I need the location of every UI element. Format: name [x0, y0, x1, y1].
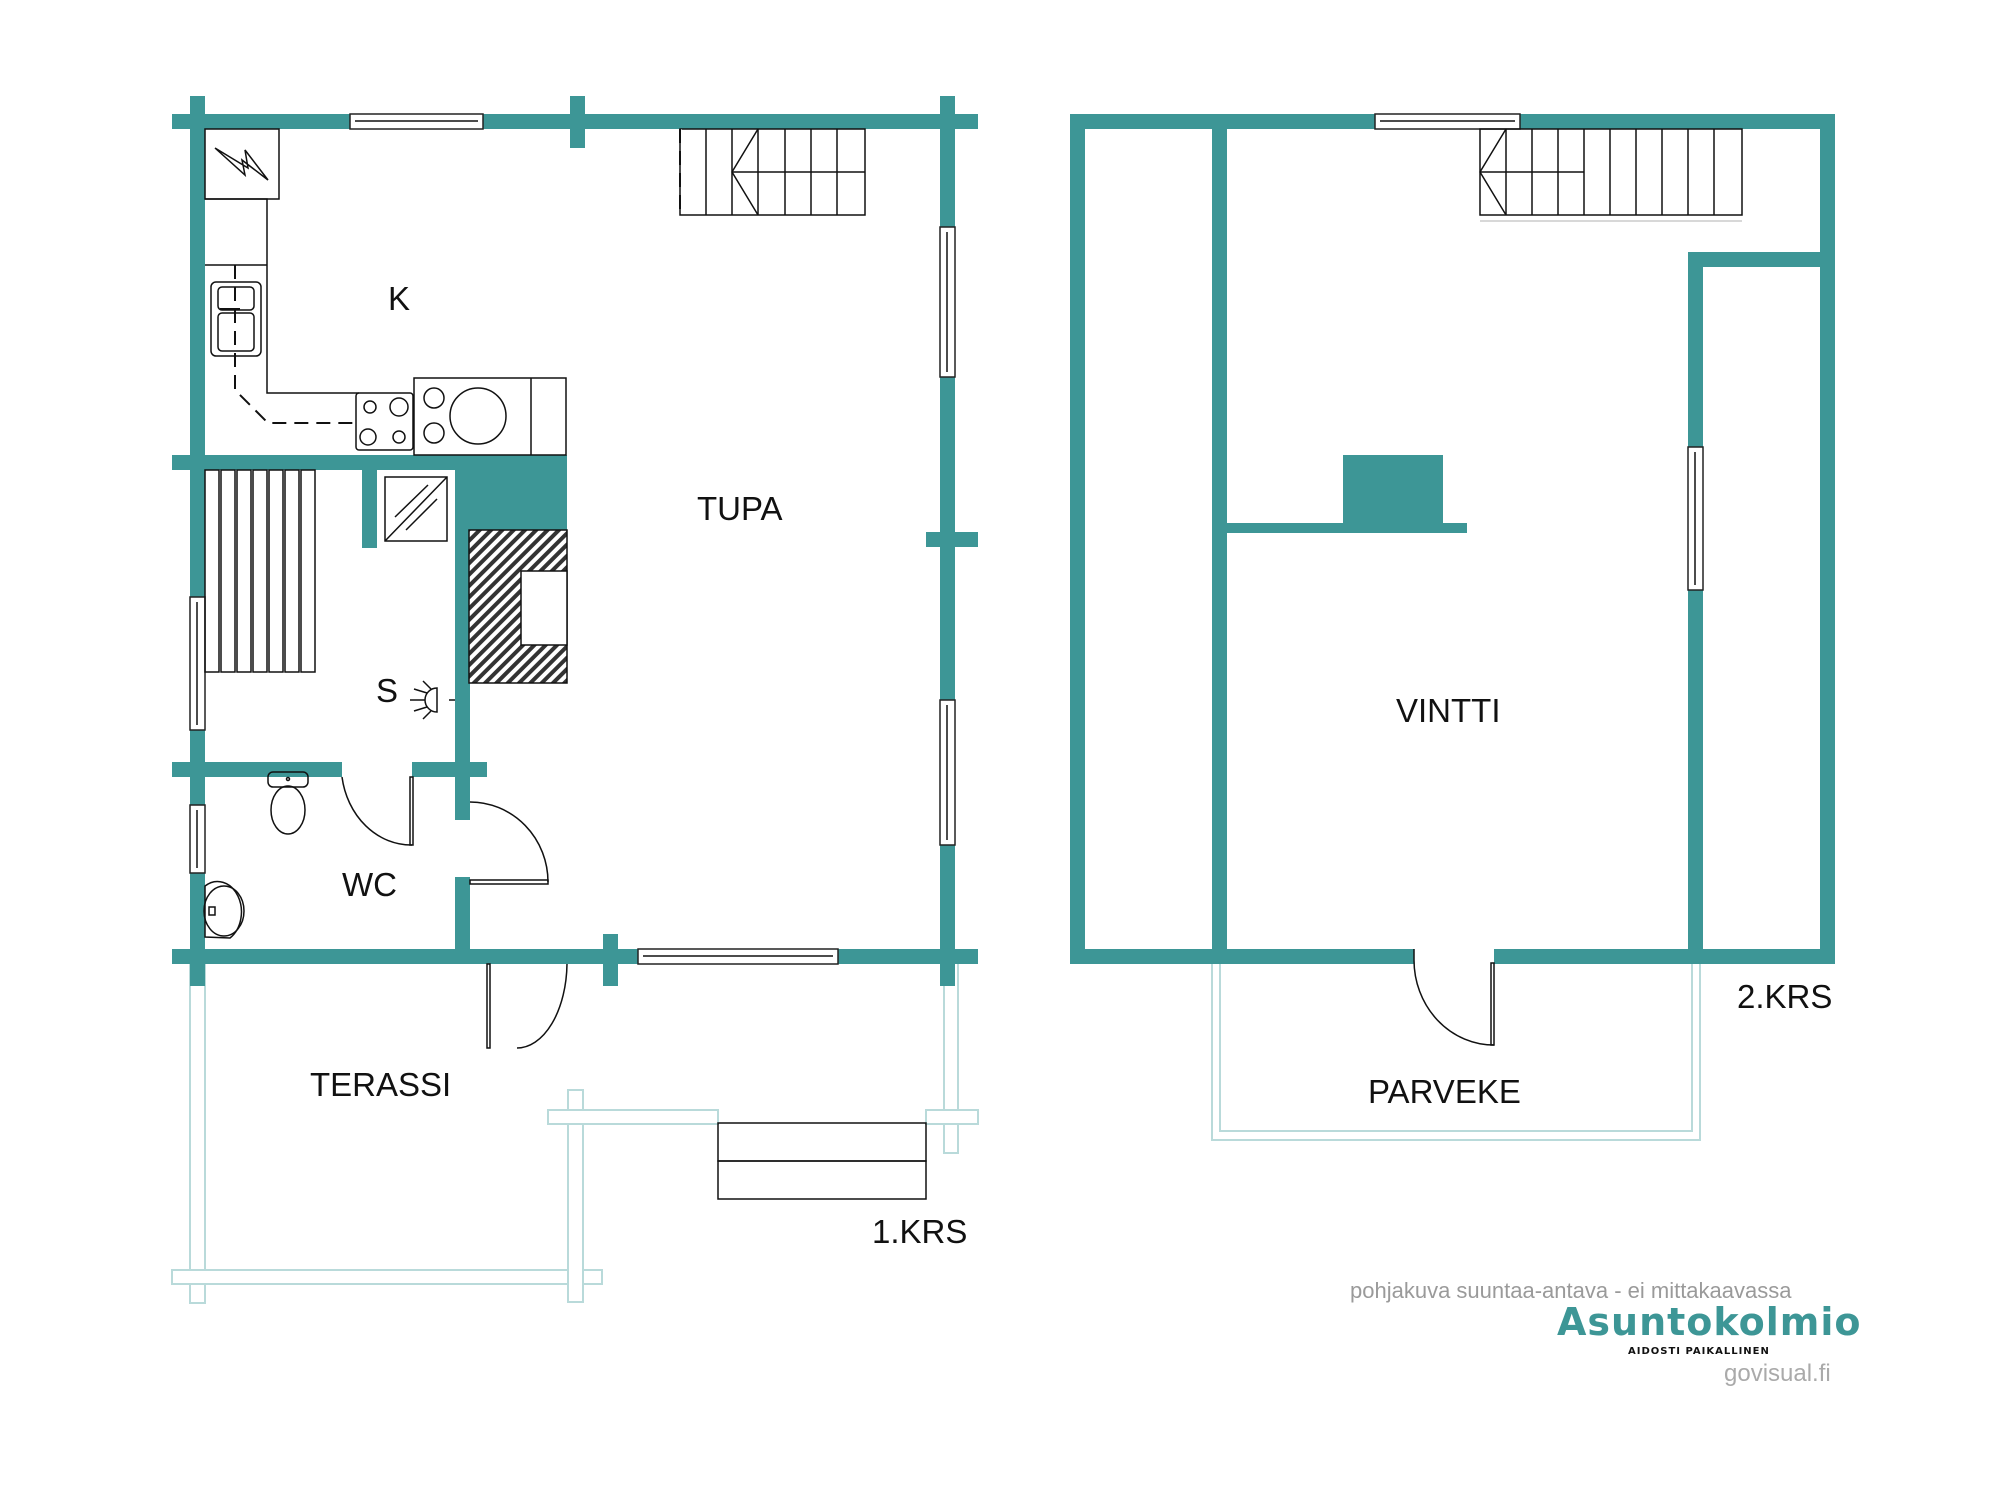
terrace-outline [171, 962, 979, 1304]
stove-icon [355, 392, 414, 451]
floor1-walls [172, 96, 978, 986]
floor2-walls [1070, 114, 1835, 964]
room-label-attic: VINTTI [1396, 692, 1501, 729]
credit-text: govisual.fi [1724, 1360, 1831, 1387]
door-sauna-wc[interactable] [341, 776, 413, 846]
fireplace-icon [468, 529, 568, 684]
sauna-bench-icon [204, 469, 316, 673]
sauna-fittings [204, 469, 455, 720]
room-label-balcony: PARVEKE [1368, 1073, 1521, 1110]
floor2-windows [1374, 113, 1704, 591]
room-label-tupa: TUPA [697, 490, 783, 527]
entrance-steps [717, 1122, 927, 1200]
floor1-windows [189, 113, 956, 965]
lightning-icon [214, 147, 269, 181]
floor1-doors [341, 776, 568, 1049]
balcony-door[interactable] [1413, 949, 1495, 1046]
room-label-kitchen: K [388, 280, 410, 317]
brand-logo: Asuntokolmio [1557, 1300, 1862, 1344]
stairs-icon [678, 128, 866, 216]
sauna-stove-icon [384, 476, 448, 542]
floor2-plan: VINTTI PARVEKE 2.KRS [1070, 113, 1835, 1141]
door-entrance[interactable] [516, 963, 568, 1049]
balcony-outline [1211, 962, 1701, 1141]
brand-tagline: AIDOSTI PAIKALLINEN [1628, 1346, 1770, 1357]
floor2-label: 2.KRS [1737, 978, 1832, 1015]
room-label-wc: WC [342, 866, 397, 903]
floor1-label: 1.KRS [872, 1213, 967, 1250]
door-wc-tupa[interactable] [469, 801, 549, 883]
shower-icon [410, 680, 455, 720]
toilet-icon [267, 771, 309, 835]
counter-range-icon [413, 377, 567, 456]
floor1-plan: K TUPA S WC TERASSI 1.KRS [171, 96, 979, 1304]
stairs-upper-icon [1479, 128, 1743, 222]
room-label-terrace: TERASSI [310, 1066, 451, 1103]
room-label-sauna: S [376, 672, 398, 709]
washbasin-icon [203, 880, 245, 939]
wc-fittings [203, 771, 309, 939]
disclaimer-text: pohjakuva suuntaa-antava - ei mittakaava… [1350, 1278, 1792, 1303]
kitchen-fittings [204, 128, 567, 456]
